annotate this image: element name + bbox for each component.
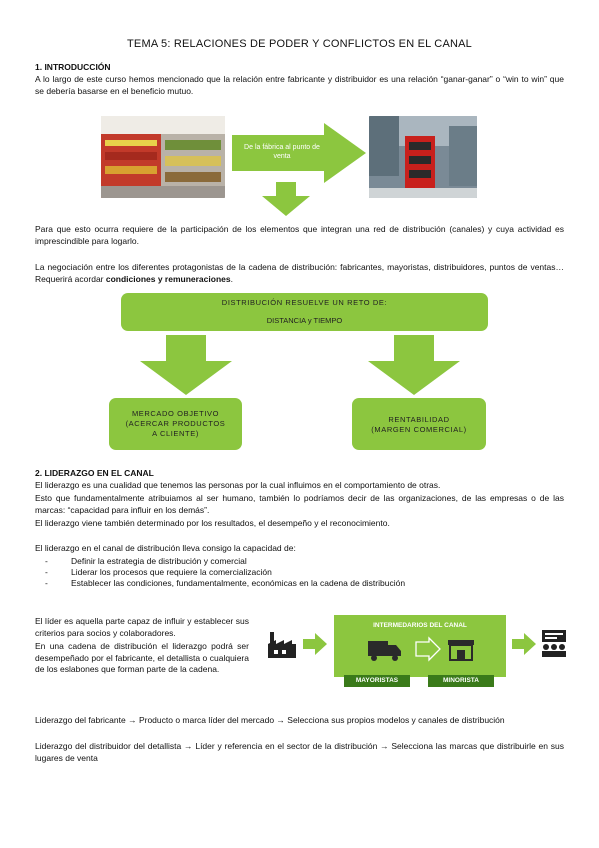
manufacturer-leadership-line: Liderazgo del fabricante → Producto o ma…	[35, 715, 505, 725]
capability-list: Definir la estrategia de distribución y …	[35, 556, 564, 589]
channel-title: INTERMEDARIOS DEL CANAL	[373, 622, 467, 629]
distribution-challenge-box: DISTRIBUCIÓN RESUELVE UN RETO DE: DISTAN…	[121, 293, 488, 331]
factory-icon	[268, 628, 296, 658]
leadership-p2: Esto que fundamentalmente atribuiamos al…	[35, 493, 564, 515]
retailer-label: MINORISTA	[428, 675, 494, 687]
target-market-text: MERCADO OBJETIVO (ACERCAR PRODUCTOS A CL…	[125, 409, 226, 438]
wholesalers-label: MAYORISTAS	[344, 675, 410, 687]
list-item: Liderar los procesos que requiere la com…	[35, 567, 564, 578]
leader-definition: El líder es aquella parte capaz de influ…	[35, 616, 249, 638]
paragraph-negotiation: La negociación entre los diferentes prot…	[35, 262, 564, 285]
factory-to-pos-arrow: De la fábrica al punto de venta	[232, 123, 366, 183]
list-item: Definir la estrategia de distribución y …	[35, 556, 564, 567]
list-item: Establecer las condiciones, fundamentalm…	[35, 578, 564, 589]
arrow-right-icon	[512, 633, 536, 655]
paragraph-participation: Para que esto ocurra requiere de la part…	[35, 224, 564, 246]
down-arrow	[262, 182, 310, 216]
section-heading-intro: 1. INTRODUCCIÓN	[35, 62, 111, 72]
profitability-line-1: RENTABILIDAD	[388, 415, 450, 424]
arrow-right-icon	[303, 633, 327, 655]
truck-store-graphic	[368, 636, 474, 662]
supermarket-aisle-photo	[101, 116, 225, 198]
negotiation-emphasis: condiciones y remuneraciones	[105, 273, 231, 284]
leadership-p1: El liderazgo es una cualidad que tenemos…	[35, 480, 441, 490]
intro-paragraph: A lo largo de este curso hemos mencionad…	[35, 74, 564, 96]
consumers-icon	[540, 628, 568, 658]
target-market-box: MERCADO OBJETIVO (ACERCAR PRODUCTOS A CL…	[109, 398, 242, 450]
profitability-box: RENTABILIDAD (MARGEN COMERCIAL)	[352, 398, 486, 450]
section-heading-leadership: 2. LIDERAZGO EN EL CANAL	[35, 468, 154, 478]
channel-intermediaries-box: INTERMEDARIOS DEL CANAL	[334, 615, 506, 677]
profitability-line-2: (MARGEN COMERCIAL)	[371, 425, 467, 434]
down-arrow-right	[368, 335, 460, 395]
page-title: TEMA 5: RELACIONES DE PODER Y CONFLICTOS…	[127, 38, 472, 50]
challenge-line-2: DISTANCIA y TIEMPO	[266, 316, 343, 325]
store-display-photo	[369, 116, 477, 198]
negotiation-text: La negociación entre los diferentes prot…	[35, 262, 564, 284]
leadership-p3: El liderazgo viene también determinado p…	[35, 518, 390, 528]
distributor-leadership-line: Liderazgo del distribuidor del detallist…	[35, 741, 564, 763]
leadership-p4: El liderazgo en el canal de distribución…	[35, 543, 296, 553]
down-arrow-left	[140, 335, 232, 395]
negotiation-end: .	[230, 273, 233, 284]
arrow-label: De la fábrica al punto de venta	[244, 144, 320, 160]
challenge-line-1: DISTRIBUCIÓN RESUELVE UN RETO DE:	[221, 298, 388, 307]
leader-chain: En una cadena de distribución el lideraz…	[35, 641, 249, 674]
